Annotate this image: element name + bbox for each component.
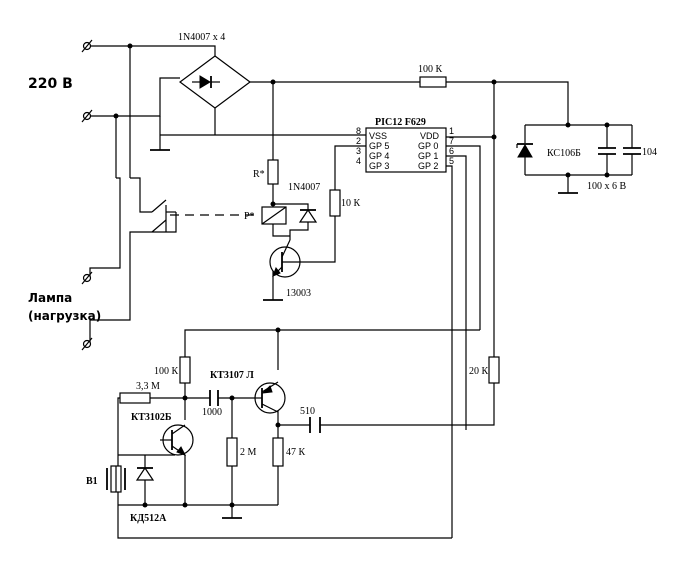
resistor-r-star xyxy=(267,159,279,185)
cap-1000-label: 1000 xyxy=(202,407,222,418)
capacitor-1000 xyxy=(209,390,219,406)
transistor-13003 xyxy=(269,239,301,278)
resistor-3-3m xyxy=(119,392,151,404)
ic-pin-number: 6 xyxy=(449,146,454,156)
transistor-kt3102 xyxy=(160,424,194,456)
ic-pin-name: GP 1 xyxy=(418,151,438,161)
lamp-label-line2: (нагрузка) xyxy=(28,309,101,323)
kt3107-label: КТ3107 Л xyxy=(210,370,254,381)
relay-diode xyxy=(298,208,318,223)
ic-pin-name: GP 5 xyxy=(369,141,389,151)
capacitor-510 xyxy=(309,417,321,433)
zener-label: КС106Б xyxy=(547,148,581,159)
wires xyxy=(89,45,633,539)
r-10k-label: 10 К xyxy=(341,198,361,209)
relay-switch xyxy=(151,199,167,233)
cap-510-label: 510 xyxy=(300,406,315,417)
ic-pin-name: GP 0 xyxy=(418,141,438,151)
junction-dots xyxy=(113,43,610,508)
resistor-20k xyxy=(488,356,500,384)
r-top-label: 100 К xyxy=(418,64,443,75)
kt3102-label: КТ3102Б xyxy=(131,412,172,423)
ic-pin-name: GP 3 xyxy=(369,161,389,171)
ground-icon xyxy=(222,505,242,519)
zener-diode xyxy=(516,143,533,158)
ic-pin-name: GP 4 xyxy=(369,151,389,161)
r-47k-label: 47 К xyxy=(286,447,306,458)
ic-pin-number: 7 xyxy=(449,136,454,146)
kd512a-label: КД512А xyxy=(130,513,167,524)
resistor-100k-top xyxy=(419,76,447,88)
capacitor-104 xyxy=(623,147,641,155)
ic-pin-number: 1 xyxy=(449,126,454,136)
r-20k-label: 20 К xyxy=(469,366,489,377)
ic-pin-number: 4 xyxy=(356,156,361,166)
capacitors xyxy=(209,147,641,433)
resistor-2m xyxy=(226,437,238,467)
r-100k-label: 100 К xyxy=(154,366,179,377)
cap-100x6-label: 100 х 6 В xyxy=(587,181,627,192)
transistor-13003-label: 13003 xyxy=(286,288,311,299)
b1-label: В1 xyxy=(86,476,98,487)
relay xyxy=(261,206,318,225)
resistor-47k xyxy=(272,437,284,467)
capacitor-100x6 xyxy=(598,147,616,155)
ic-pin-number: 8 xyxy=(356,126,361,136)
component-labels: 220 В Лампа (нагрузка) 1N4007 х 4 100 К … xyxy=(28,32,657,524)
r-star-label: R* xyxy=(253,169,265,180)
diode-relay-label: 1N4007 xyxy=(288,182,320,193)
diode-bridge xyxy=(178,55,252,109)
terminals xyxy=(81,39,93,351)
ic-pin-number: 2 xyxy=(356,136,361,146)
bridge-label: 1N4007 х 4 xyxy=(178,32,225,43)
ground-symbols xyxy=(150,149,578,519)
relay-label: Р* xyxy=(244,211,255,222)
r-2m-label: 2 М xyxy=(240,447,257,458)
ic-pin-number: 5 xyxy=(449,156,454,166)
ic-pin-name: VDD xyxy=(420,131,440,141)
transistor-kt3107 xyxy=(254,381,286,414)
ic-pin-name: VSS xyxy=(369,131,387,141)
piezo-b1 xyxy=(106,465,126,493)
resistor-100k xyxy=(179,356,191,384)
mains-voltage-label: 220 В xyxy=(28,76,73,92)
terminal-icon xyxy=(81,337,93,351)
ic-pin-number: 3 xyxy=(356,146,361,156)
terminal-icon xyxy=(81,109,93,123)
r-3-3m-label: 3,3 М xyxy=(136,381,160,392)
terminal-icon xyxy=(81,39,93,53)
ic-pic12f629: PIC12 F629 8 VSS 2 GP 5 3 GP 4 4 GP 3 1 … xyxy=(356,117,454,173)
cap-104-label: 104 xyxy=(642,147,657,158)
diode-kd512a xyxy=(135,466,155,481)
resistor-10k xyxy=(329,189,341,217)
ic-name-label: PIC12 F629 xyxy=(375,117,426,128)
lamp-label-line1: Лампа xyxy=(28,291,72,305)
resistors xyxy=(119,76,500,467)
terminal-icon xyxy=(81,271,93,285)
ic-pin-name: GP 2 xyxy=(418,161,438,171)
